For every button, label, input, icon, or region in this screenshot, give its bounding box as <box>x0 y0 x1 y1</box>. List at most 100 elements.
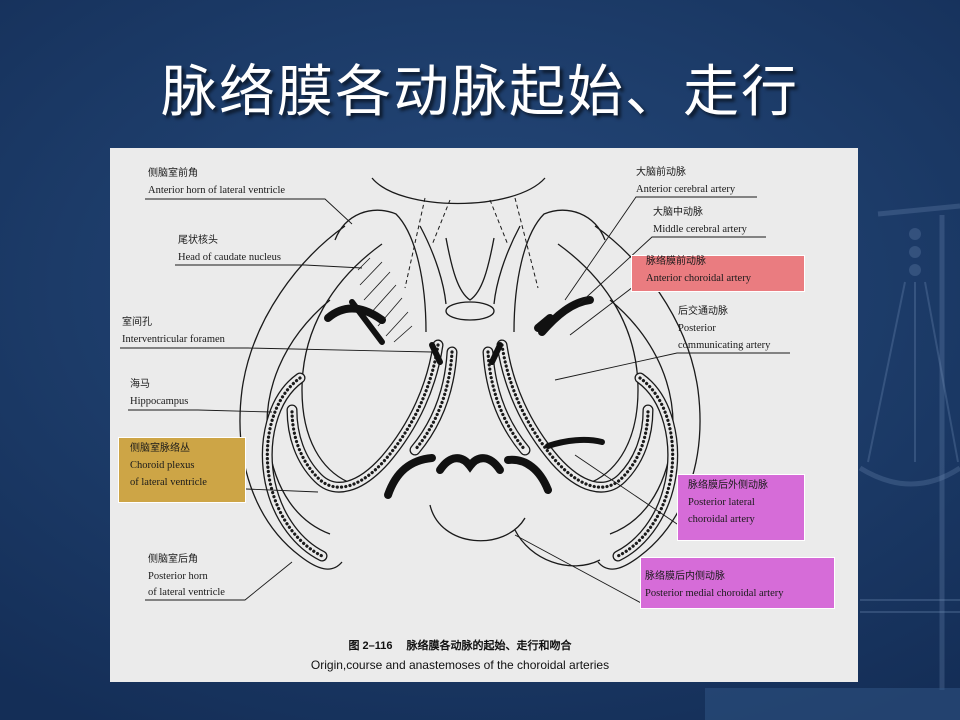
foramen-artery-left <box>429 342 443 365</box>
label-zh: 脉络膜后内侧动脉 <box>645 571 725 582</box>
label-anterior-choroidal-artery: 脉络膜前动脉 Anterior choroidal artery <box>646 253 751 287</box>
leader-line-hippocampus <box>128 409 273 413</box>
label-zh: 后交通动脉 <box>678 306 728 317</box>
left-ventricle-inner-outline <box>301 243 383 483</box>
caption-zh-line: 图 2–116 脉络膜各动脉的起始、走行和吻合 <box>240 637 680 656</box>
right-middle-cerebral-artery <box>538 296 594 336</box>
dashed-line <box>489 199 509 246</box>
left-anterior-choroidal-branch <box>349 299 385 345</box>
bottom-u-outline <box>429 504 526 542</box>
label-en: Choroid plexus <box>130 460 195 471</box>
figure-caption: 图 2–116 脉络膜各动脉的起始、走行和吻合 Origin,course and… <box>240 637 680 675</box>
left-septum-outline <box>419 225 447 305</box>
scale-pan <box>858 465 960 487</box>
caption-zh: 脉络膜各动脉的起始、走行和吻合 <box>406 640 572 652</box>
label-en: Anterior choroidal artery <box>646 273 751 284</box>
label-zh: 尾状核头 <box>178 235 218 246</box>
right-caudate-head-outline <box>513 209 606 333</box>
label-en: of lateral ventricle <box>148 587 225 598</box>
hatch-line <box>363 271 391 301</box>
label-zh: 脉络膜前动脉 <box>646 256 706 267</box>
leader-line-posterior-communicating <box>554 352 790 381</box>
label-en: communicating artery <box>678 340 771 351</box>
scale-knob <box>909 246 921 258</box>
right-artery-stump <box>534 314 554 332</box>
caption-en: Origin,course and anastemoses of the cho… <box>310 658 610 672</box>
leader-line-anterior-horn <box>145 198 353 225</box>
label-middle-cerebral-artery: 大脑中动脉 Middle cerebral artery <box>653 204 747 238</box>
dashed-line <box>514 197 539 289</box>
scale-foot <box>705 688 960 720</box>
figure-number: 图 2–116 <box>348 640 393 652</box>
label-en: Anterior horn of lateral ventricle <box>148 185 286 196</box>
label-choroid-plexus: 侧脑室脉络丛 Choroid plexus of lateral ventric… <box>130 440 207 491</box>
bottom-right-lobe-outline <box>514 529 601 567</box>
scale-chain <box>867 281 906 463</box>
posterior-cerebral-artery-left <box>384 454 436 499</box>
label-anterior-cerebral-artery: 大脑前动脉 Anterior cerebral artery <box>636 164 735 198</box>
right-septum-outline <box>493 225 521 305</box>
posterior-lateral-choroidal-artery <box>545 436 605 449</box>
foramen-artery-right <box>489 342 503 365</box>
label-zh: 大脑前动脉 <box>636 167 686 178</box>
label-interventricular-foramen: 室间孔 Interventricular foramen <box>122 314 225 348</box>
label-zh: 海马 <box>130 379 150 390</box>
label-caudate-head: 尾状核头 Head of caudate nucleus <box>178 232 281 266</box>
highlight-choroid-plexus <box>118 437 246 503</box>
central-ellipse-outline <box>445 301 495 321</box>
right-ventricle-inner-outline <box>557 243 639 483</box>
scale-knob <box>909 264 921 276</box>
leader-line-posterior-horn <box>145 561 293 601</box>
scale-beam <box>877 203 960 217</box>
left-middle-cerebral-artery <box>324 304 386 324</box>
label-en: Posterior <box>678 323 716 334</box>
label-posterior-lateral-choroidal-artery: 脉络膜后外侧动脉 Posterior lateral choroidal art… <box>688 477 768 528</box>
outer-left-outline <box>239 225 346 570</box>
top-arc-outline <box>371 177 546 205</box>
label-zh: 大脑中动脉 <box>653 207 703 218</box>
label-en: of lateral ventricle <box>130 477 207 488</box>
hatch-line <box>393 325 413 343</box>
label-zh: 侧脑室前角 <box>148 168 198 179</box>
hatch-line <box>385 311 409 337</box>
label-en: choroidal artery <box>688 514 755 525</box>
highlight-posterior-medial <box>640 557 835 609</box>
hatch-line <box>359 261 383 286</box>
label-en: Posterior horn <box>148 570 208 582</box>
label-posterior-horn: 侧脑室后角 Posterior horn of lateral ventricl… <box>148 552 225 602</box>
label-en: Hippocampus <box>130 396 189 407</box>
label-en: Posterior lateral <box>688 497 755 508</box>
left-caudate-head-outline <box>334 209 427 333</box>
label-zh: 侧脑室后角 <box>148 554 198 565</box>
label-en: Posterior medial choroidal artery <box>645 588 784 599</box>
leader-line-middle-cerebral <box>577 236 766 306</box>
slide-title: 脉络膜各动脉起始、走行 <box>161 62 799 124</box>
dashed-line <box>431 199 451 246</box>
choroidal-arteries-diagram <box>120 177 812 605</box>
label-en: Anterior cerebral artery <box>636 184 736 195</box>
highlight-posterior-lateral <box>677 474 805 541</box>
highlight-anterior-choroidal <box>631 255 805 292</box>
label-en: Interventricular foramen <box>122 334 225 345</box>
label-hippocampus: 海马 Hippocampus <box>130 376 188 410</box>
label-posterior-communicating-artery: 后交通动脉 Posterior communicating artery <box>678 303 770 354</box>
hatch-line <box>369 284 397 315</box>
central-fornix-outline <box>445 237 495 301</box>
scale-chain <box>924 281 959 463</box>
label-posterior-medial-choroidal-artery: 脉络膜后内侧动脉 Posterior medial choroidal arte… <box>645 568 784 602</box>
leader-line-interventricular-foramen <box>120 347 433 353</box>
label-en: Middle cerebral artery <box>653 224 747 235</box>
hatched-region <box>357 257 413 343</box>
label-anterior-horn: 侧脑室前角 Anterior horn of lateral ventricle <box>148 165 285 199</box>
leader-line-anterior-cerebral <box>564 196 757 301</box>
leader-line-caudate-head <box>175 264 363 269</box>
scale-knob <box>909 228 921 240</box>
label-zh: 脉络膜后外侧动脉 <box>688 480 768 491</box>
posterior-cerebral-artery-right <box>504 455 552 494</box>
posterior-medial-choroidal-junction <box>436 454 504 474</box>
label-zh: 室间孔 <box>122 317 152 328</box>
dashed-line <box>404 197 426 289</box>
label-en: Head of caudate nucleus <box>178 252 281 263</box>
